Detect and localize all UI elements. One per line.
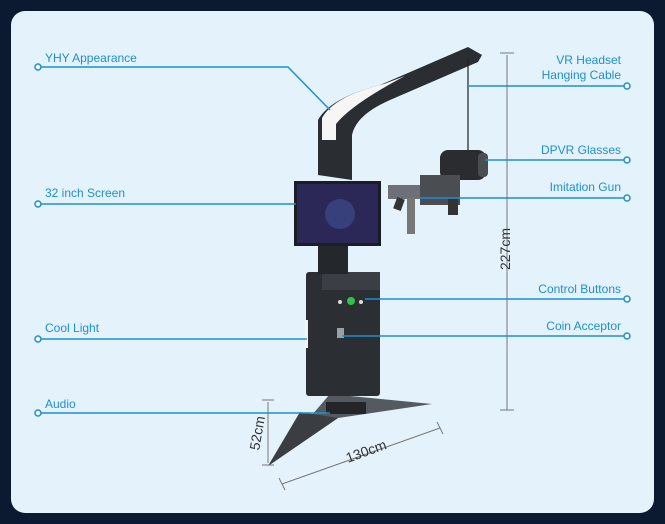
cool-light-strip (305, 320, 308, 348)
label-screen: 32 inch Screen (45, 186, 126, 200)
label-cool-light: Cool Light (45, 321, 100, 335)
label-coin-acceptor: Coin Acceptor (546, 319, 621, 333)
label-imitation-gun: Imitation Gun (549, 180, 621, 194)
label-dpvr-glasses: DPVR Glasses (540, 143, 621, 157)
coin-slot (337, 328, 344, 338)
control-button (347, 297, 355, 305)
label-control-buttons: Control Buttons (538, 282, 621, 296)
label-vr-cable-1: VR Headset (556, 53, 621, 67)
label-audio: Audio (45, 397, 76, 411)
leader-lines (38, 66, 627, 414)
height-dimension: 227cm (497, 227, 514, 271)
imitation-gun (388, 175, 460, 234)
neck (318, 246, 348, 274)
vr-headset (440, 150, 486, 180)
label-yhy-appearance: YHY Appearance (45, 51, 137, 65)
label-vr-cable-2: Hanging Cable (541, 68, 621, 82)
arm (318, 47, 482, 180)
